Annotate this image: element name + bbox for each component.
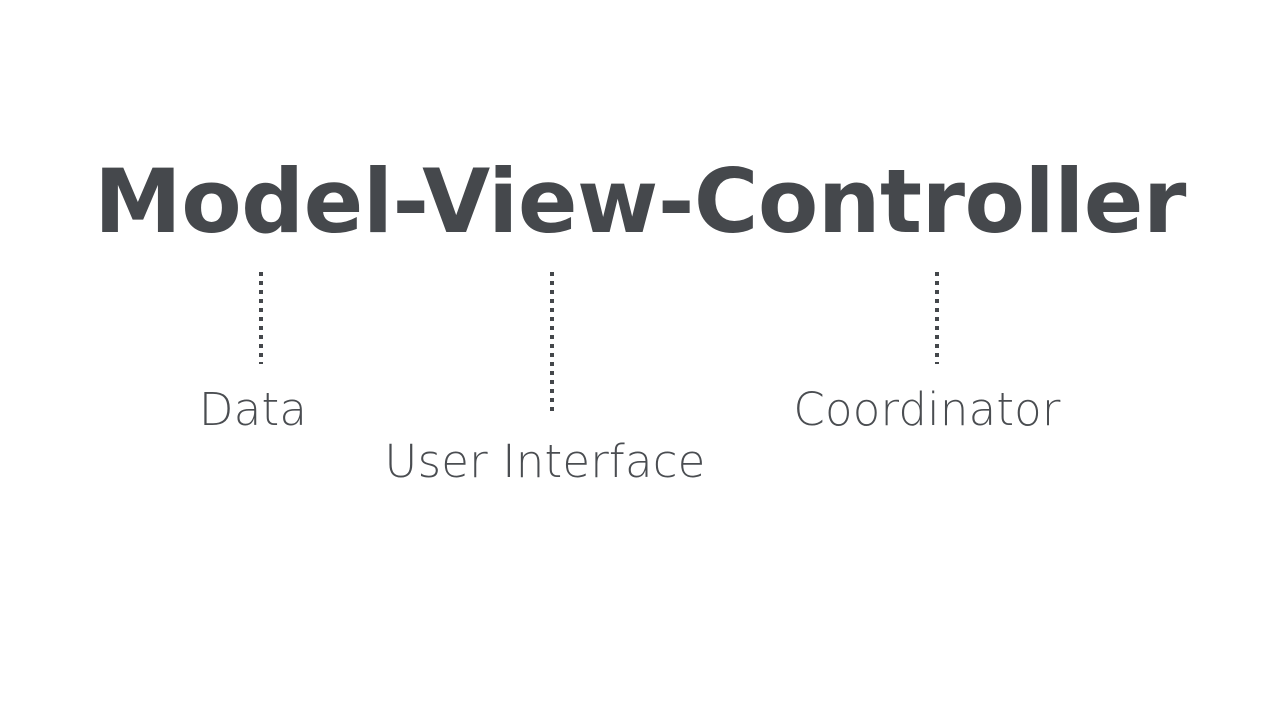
label-model-data: Data: [198, 383, 308, 436]
connector-line-model: [259, 272, 263, 364]
connector-line-controller: [935, 272, 939, 364]
page-title: Model-View-Controller: [94, 150, 1186, 253]
connector-line-view: [550, 272, 554, 416]
label-view-user-interface: User Interface: [384, 435, 706, 488]
label-controller-coordinator: Coordinator: [793, 383, 1061, 436]
